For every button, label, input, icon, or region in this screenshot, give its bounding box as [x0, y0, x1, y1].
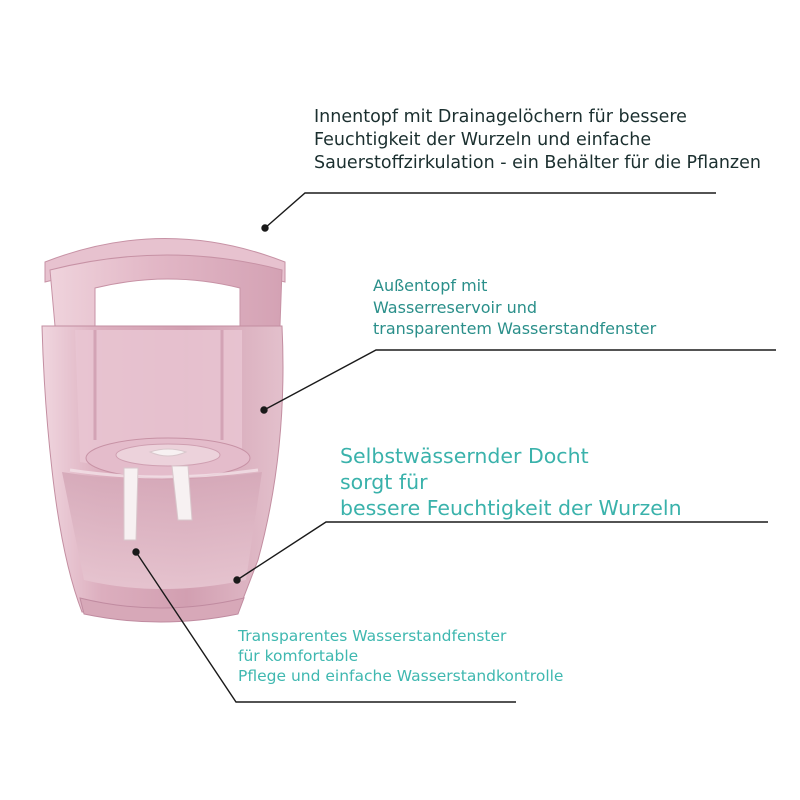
label-outer-pot: Außentopf mit Wasserreservoir und transp…: [373, 275, 656, 340]
label-water-window: Transparentes Wasserstandfenster für kom…: [238, 626, 563, 686]
label-inner-pot-line: Sauerstoffzirkulation - ein Behälter für…: [314, 153, 761, 173]
leader-dot-inner-pot: [261, 224, 269, 232]
label-outer-pot-line: transparentem Wasserstandfenster: [373, 319, 657, 338]
label-wick-line: sorgt für: [340, 470, 428, 494]
wick: [123, 467, 139, 541]
label-water-window-line: für komfortable: [238, 647, 359, 665]
leader-line-outer-pot: [263, 349, 776, 411]
label-water-window-line: Pflege und einfache Wasserstandkontrolle: [238, 667, 564, 685]
leader-dot-wick: [233, 576, 241, 584]
leader-dot-outer-pot: [260, 406, 268, 414]
inner-pot-body: [49, 254, 283, 327]
label-wick-line: Selbstwässernder Docht: [340, 444, 589, 468]
label-water-window-line: Transparentes Wasserstandfenster: [238, 627, 507, 645]
leader-dot-window: [132, 548, 140, 556]
leader-lines: [132, 192, 776, 703]
inner-pot-interior: [75, 330, 242, 469]
pot-base: [79, 597, 245, 623]
label-wick-line: bessere Feuchtigkeit der Wurzeln: [340, 496, 682, 520]
leader-line-inner-pot: [264, 192, 716, 229]
leader-line-window: [135, 551, 516, 703]
label-outer-pot-line: Wasserreservoir und: [373, 297, 538, 317]
leader-line-wick: [236, 521, 768, 581]
label-inner-pot-line: Feuchtigkeit der Wurzeln und einfache: [314, 130, 652, 150]
water-reservoir: [62, 472, 262, 589]
label-inner-pot-line: Innentopf mit Drainagelöchern für besser…: [314, 107, 687, 127]
label-wick: Selbstwässernder Docht sorgt für bessere…: [340, 443, 682, 521]
label-inner-pot: Innentopf mit Drainagelöchern für besser…: [314, 106, 761, 175]
label-outer-pot-line: Außentopf mit: [373, 276, 488, 295]
